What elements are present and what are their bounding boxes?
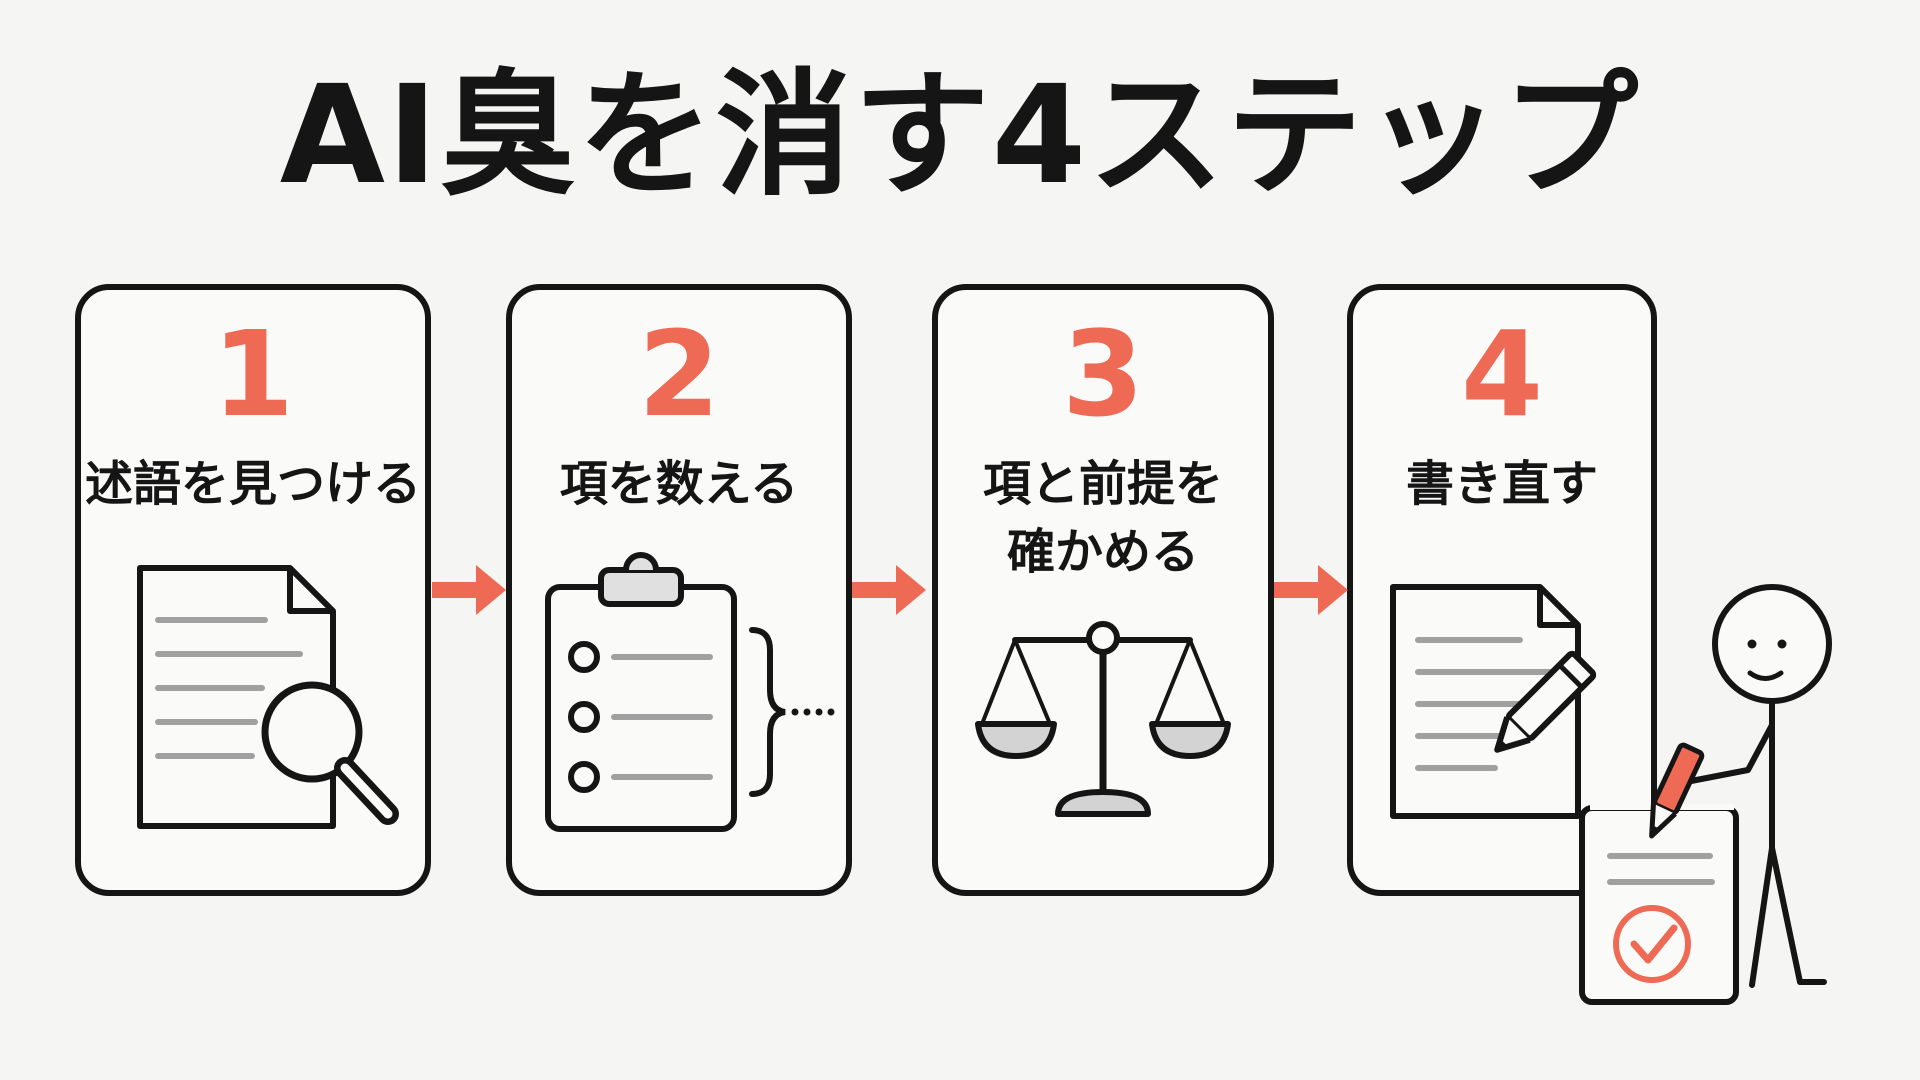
- arrow-right-icon: [432, 565, 506, 615]
- stick-figure-icon: [1683, 584, 1832, 988]
- step-label: 述語を見つける: [84, 456, 421, 512]
- step-number: 2: [637, 305, 721, 443]
- step-number: 3: [1061, 305, 1145, 443]
- step-number: 1: [211, 305, 295, 443]
- arrow-right-icon: [852, 565, 926, 615]
- arrow-right-icon: [1274, 565, 1348, 615]
- red-pencil-icon: [1649, 742, 1705, 839]
- step-label: 項を数える: [559, 456, 799, 512]
- document-magnifier-icon: [137, 565, 399, 829]
- balance-scale-icon: [975, 621, 1231, 817]
- step-number: 4: [1460, 305, 1544, 443]
- approved-document-icon: [1579, 804, 1739, 1005]
- page-title: AI臭を消す4ステップ: [279, 57, 1641, 215]
- step-label: 項と前提を 確かめる: [982, 456, 1223, 581]
- step-label: 書き直す: [1405, 456, 1598, 512]
- clipboard-checklist-icon: [545, 552, 835, 832]
- document-pencil-icon: [1390, 584, 1597, 819]
